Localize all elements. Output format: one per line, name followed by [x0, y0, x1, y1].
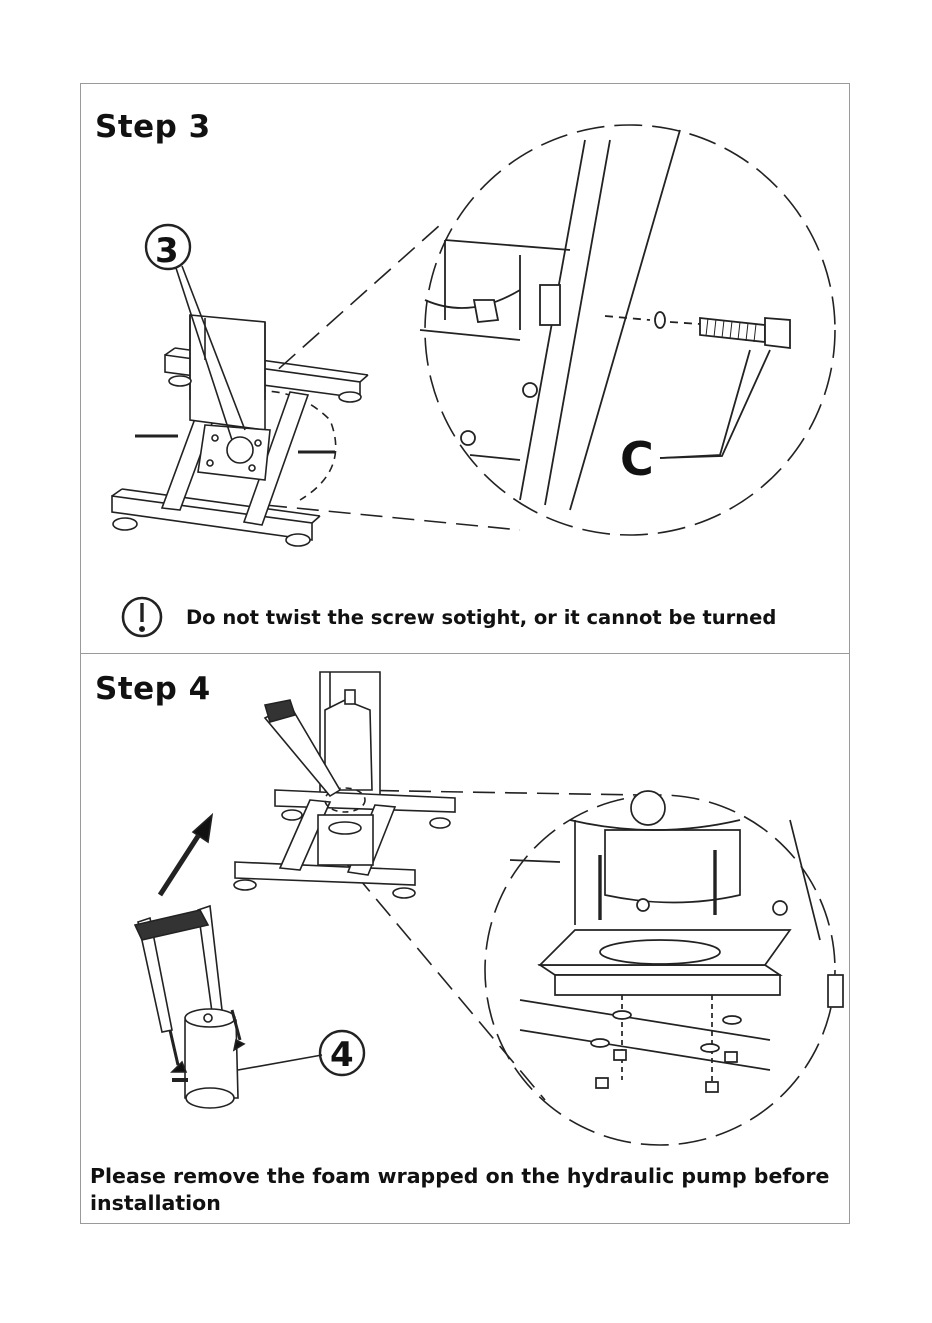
stand-with-pump — [234, 672, 455, 898]
step-4-note: Please remove the foam wrapped on the hy… — [90, 1163, 830, 1217]
part-4-number: 4 — [330, 1035, 354, 1075]
pump-base-detail — [510, 791, 843, 1092]
pump-and-handle — [135, 906, 322, 1108]
up-right-arrow-icon — [160, 815, 212, 895]
